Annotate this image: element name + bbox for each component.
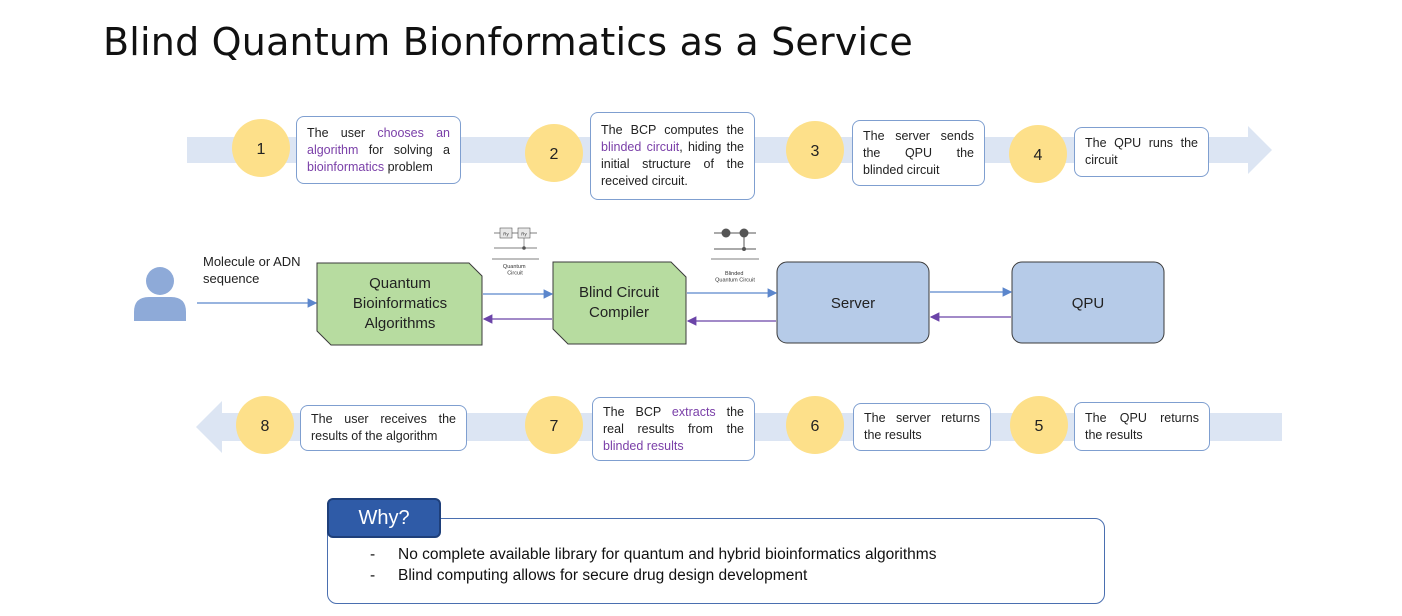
compiler-node — [552, 261, 687, 345]
step-2-number: 2 — [550, 146, 559, 163]
blinded-circuit-label: Blinded Quantum Circuit — [715, 271, 755, 284]
step-4-number: 4 — [1034, 147, 1043, 164]
step-5-number: 5 — [1035, 418, 1044, 435]
step-5-circle — [1010, 396, 1068, 454]
user-icon — [134, 267, 186, 321]
step-2-circle — [525, 124, 583, 182]
qpu-node — [1011, 261, 1165, 344]
why-list: No complete available library for quantu… — [370, 544, 936, 586]
input-label: Molecule or ADN sequence — [203, 254, 301, 286]
algorithms-node — [316, 262, 483, 346]
why-label: Why? — [327, 498, 441, 538]
step-7-text: The BCP extracts the real results from t… — [592, 397, 755, 461]
step-7-number: 7 — [550, 418, 559, 435]
step-3-text: The server sends the QPU the blinded cir… — [852, 120, 985, 186]
qpu-node-label: QPU — [1072, 295, 1105, 312]
slide-title: Blind Quantum Bionformatics as a Service — [103, 20, 913, 64]
step-3-number: 3 — [811, 143, 820, 160]
why-item-1: No complete available library for quantu… — [370, 544, 936, 565]
server-node — [776, 261, 930, 344]
step-3-circle — [786, 121, 844, 179]
gate-label-2: Ry — [521, 232, 527, 237]
why-item-2: Blind computing allows for secure drug d… — [370, 565, 936, 586]
step-1-circle — [232, 119, 290, 177]
gate-label-1: Ry — [503, 232, 509, 237]
quantum-circuit-label: Quantum Circuit — [503, 264, 527, 277]
step-8-number: 8 — [261, 418, 270, 435]
step-8-circle — [236, 396, 294, 454]
step-5-text: The QPU returns the results — [1074, 402, 1210, 451]
step-1-number: 1 — [257, 141, 266, 158]
step-8-text: The user receives the results of the alg… — [300, 405, 467, 451]
blinded-circuit-icon: Blinded Quantum Circuit — [711, 228, 759, 284]
step-4-circle — [1009, 125, 1067, 183]
step-1-text: The user chooses an algorithm for solvin… — [296, 116, 461, 184]
step-6-number: 6 — [811, 418, 820, 435]
step-7-circle — [525, 396, 583, 454]
step-6-text: The server returns the results — [853, 403, 991, 451]
step-2-text: The BCP computes the blinded circuit, hi… — [590, 112, 755, 200]
step-4-text: The QPU runs the circuit — [1074, 127, 1209, 177]
step-6-circle — [786, 396, 844, 454]
server-node-label: Server — [831, 295, 875, 312]
quantum-circuit-icon: Ry Ry Quantum Circuit — [492, 227, 539, 277]
